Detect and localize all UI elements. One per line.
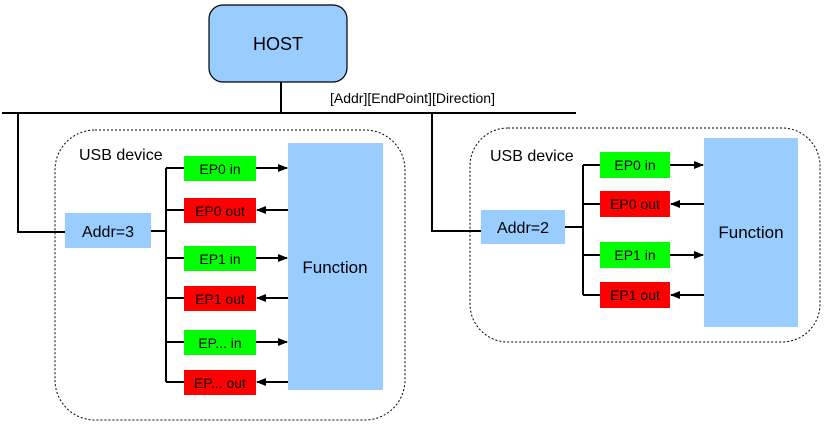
bus-drop-line xyxy=(431,113,482,232)
endpoint-label: EP... out xyxy=(194,375,246,391)
device-boundary xyxy=(54,129,406,421)
endpoint-label: EP1 out xyxy=(195,291,245,307)
endpoint-out-box xyxy=(184,198,256,223)
function-block xyxy=(288,143,383,390)
usb-device-2: USB device Addr=2 Function EP0 in EP0 ou… xyxy=(431,113,821,343)
address-block xyxy=(65,213,151,248)
function-block xyxy=(704,138,798,327)
endpoint-in-box xyxy=(184,246,256,271)
function-label: Function xyxy=(718,223,783,242)
endpoint-out-box xyxy=(184,286,256,311)
device-title: USB device xyxy=(79,147,163,164)
address-block xyxy=(481,210,565,244)
endpoint-in-box xyxy=(184,156,256,181)
endpoint-label: EP0 in xyxy=(199,161,240,177)
bus-format-label: [Addr][EndPoint][Direction] xyxy=(330,90,495,106)
function-label: Function xyxy=(302,258,367,277)
endpoint-label: EP0 out xyxy=(195,203,245,219)
endpoint-in-box xyxy=(184,330,256,355)
host-label: HOST xyxy=(253,34,303,54)
endpoint-label: EP0 in xyxy=(614,157,655,173)
endpoint-label: EP1 out xyxy=(610,287,660,303)
usb-device-1: USB device Addr=3 Function EP0 in EP0 ou… xyxy=(17,113,406,421)
address-label: Addr=2 xyxy=(497,220,549,237)
address-label: Addr=3 xyxy=(82,224,134,241)
endpoint-in-box xyxy=(600,242,670,268)
device-title: USB device xyxy=(490,148,574,165)
endpoint-label: EP... in xyxy=(198,335,241,351)
host-box xyxy=(208,4,348,83)
device-boundary xyxy=(469,127,821,343)
bus-drop-line xyxy=(17,113,66,233)
endpoint-label: EP1 in xyxy=(199,251,240,267)
endpoint-label: EP0 out xyxy=(610,196,660,212)
endpoint-label: EP1 in xyxy=(614,247,655,263)
endpoint-out-box xyxy=(600,282,670,308)
endpoint-out-box xyxy=(600,191,670,217)
endpoint-out-box xyxy=(184,370,256,395)
endpoint-in-box xyxy=(600,152,670,178)
